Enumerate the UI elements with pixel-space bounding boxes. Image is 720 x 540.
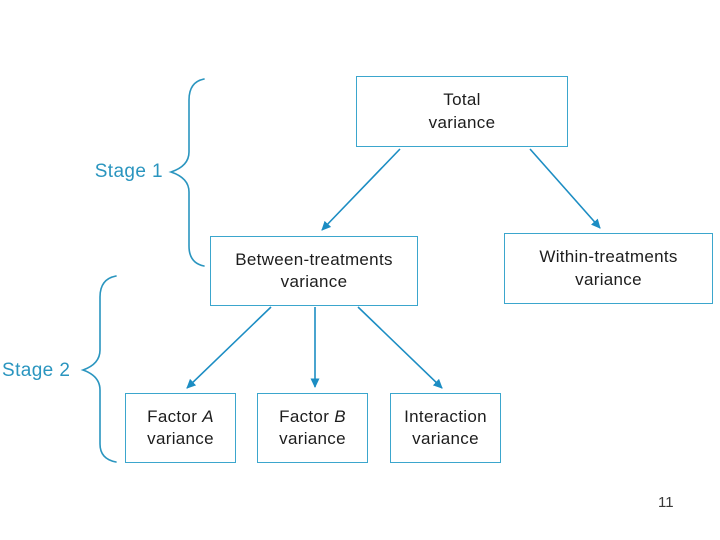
edge-between-interaction	[357, 306, 443, 389]
stage2-brace	[80, 275, 117, 463]
factor-b-letter: B	[334, 406, 346, 426]
node-between-line1: Between-treatments	[235, 249, 393, 269]
node-factor-b-line1: Factor B	[279, 406, 346, 426]
node-factor-a-variance: Factor A variance	[125, 393, 236, 463]
node-interaction-line2: variance	[412, 429, 479, 448]
node-within-line1: Within-treatments	[539, 247, 678, 267]
node-between-treatments-variance: Between-treatments variance	[210, 236, 418, 306]
edge-between-factor-a	[186, 306, 272, 389]
factor-a-letter: A	[202, 406, 214, 426]
node-factor-b-variance: Factor B variance	[257, 393, 368, 463]
page-number: 11	[658, 494, 674, 511]
stage-1-label: Stage 1	[94, 161, 163, 182]
stage-2-label: Stage 2	[2, 360, 71, 381]
node-factor-a-line1: Factor A	[147, 406, 214, 426]
stage1-brace	[168, 78, 205, 267]
node-interaction-variance: Interaction variance	[390, 393, 501, 463]
node-between-line2: variance	[280, 272, 348, 291]
node-interaction-line1: Interaction	[404, 406, 487, 426]
node-factor-a-line2: variance	[147, 429, 214, 448]
node-total-line2: variance	[428, 112, 496, 132]
node-total-line1: Total	[443, 90, 481, 110]
edge-total-within	[529, 148, 601, 229]
edge-total-between	[321, 148, 401, 231]
node-total-variance: Total variance	[356, 76, 568, 147]
node-factor-b-line2: variance	[279, 429, 346, 448]
node-within-line2: variance	[575, 269, 642, 289]
node-within-treatments-variance: Within-treatments variance	[504, 233, 713, 304]
